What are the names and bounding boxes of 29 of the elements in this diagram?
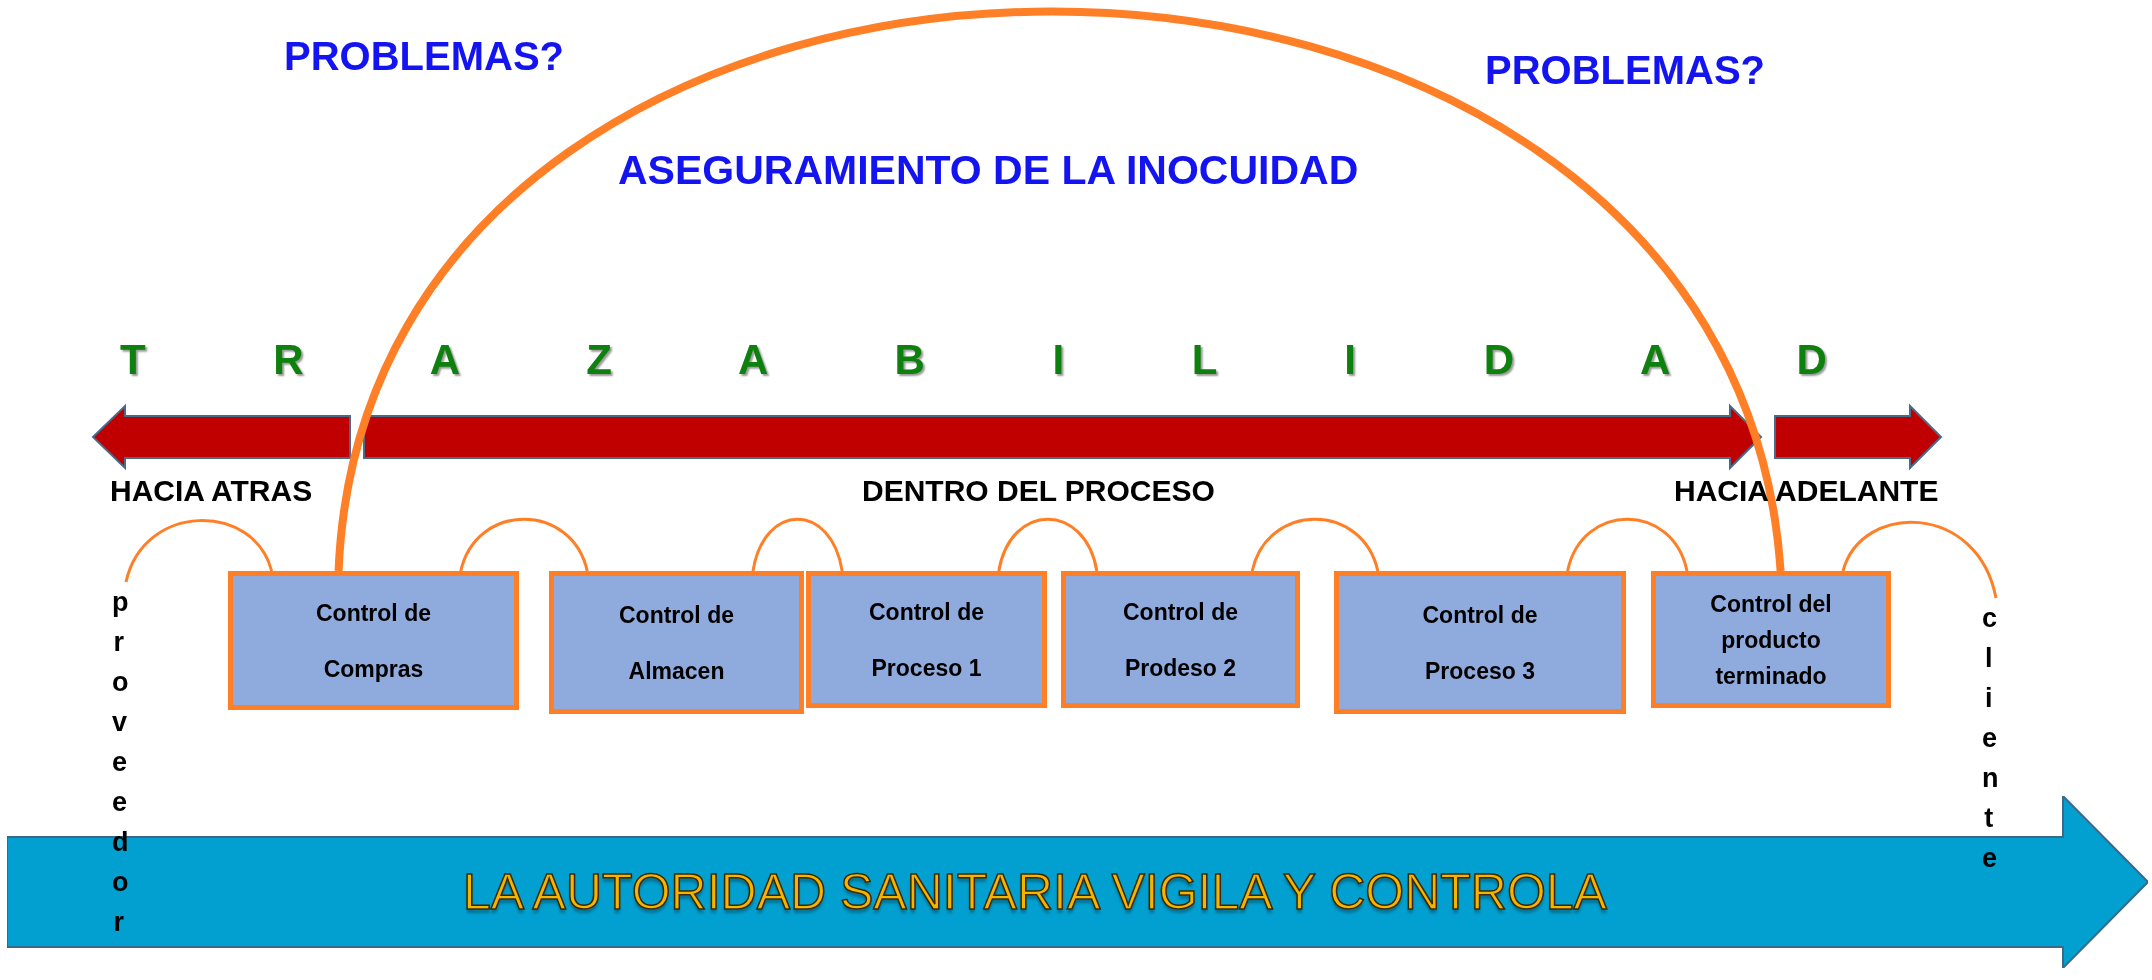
- connector-arc: [459, 517, 589, 572]
- question-text: PROBLEMAS?: [1485, 47, 1765, 94]
- vertical-label: cliente: [1982, 602, 1996, 875]
- box-text: Control del producto terminado: [1709, 589, 1833, 691]
- connector-arc: [1250, 517, 1380, 572]
- process-box: [1061, 571, 1300, 708]
- connector-arc: [124, 519, 274, 583]
- process-box: [1651, 571, 1891, 708]
- box-text: Control de Proceso 1: [868, 597, 985, 683]
- connector-arc: [1841, 521, 1998, 599]
- process-box: [1334, 571, 1626, 714]
- direction-label: DENTRO DEL PROCESO: [862, 473, 1215, 509]
- connector-arc: [334, 8, 1785, 572]
- box-text: Control de Prodeso 2: [1122, 597, 1239, 683]
- connector-arc: [1566, 517, 1689, 572]
- process-box: [228, 571, 519, 710]
- connector-arc: [751, 517, 844, 572]
- process-box: [549, 571, 804, 714]
- box-text: Control de Proceso 3: [1421, 600, 1539, 686]
- question-text: PROBLEMAS?: [284, 33, 564, 80]
- vertical-label: proveedor: [112, 586, 126, 939]
- box-text: Control de Compras: [315, 598, 432, 684]
- arc-title: ASEGURAMIENTO DE LA INOCUIDAD: [618, 146, 1359, 195]
- process-box: [806, 571, 1047, 708]
- banner-text: LA AUTORIDAD SANITARIA VIGILA Y CONTROLA: [463, 862, 1607, 922]
- connector-arc: [997, 517, 1099, 572]
- box-text: Control de Almacen: [618, 600, 735, 686]
- direction-label: HACIA ATRAS: [110, 473, 313, 509]
- spaced-heading: T R A Z A B I L I D A D: [120, 335, 1827, 385]
